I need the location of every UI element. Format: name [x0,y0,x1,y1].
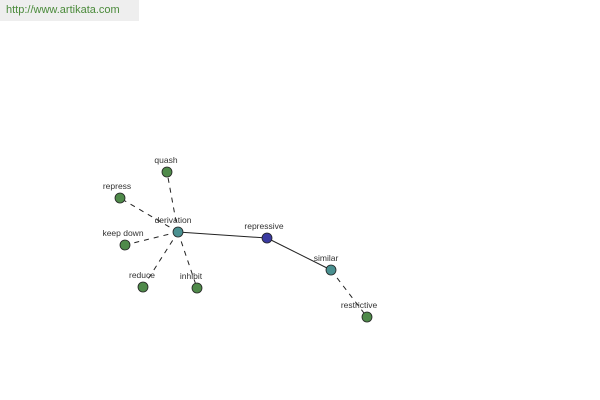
edge-derivation-reduce [142,231,179,288]
edge-repressive-similar [266,237,332,271]
word-node-repress[interactable] [114,192,126,204]
word-label-quash: quash [154,155,177,165]
word-label-repress: repress [103,181,131,191]
source-link[interactable]: http://www.artikata.com [0,0,139,21]
word-label-restrictive: restrictive [341,300,378,310]
word-label-inhibit: inhibit [180,271,203,281]
relation-node-similar[interactable] [325,264,337,276]
center-label-repressive: repressive [244,221,283,231]
word-label-keep-down: keep down [102,228,143,238]
word-node-restrictive[interactable] [361,311,373,323]
center-node-repressive[interactable] [261,232,273,244]
edge-derivation-repress [119,197,179,233]
word-node-keep-down[interactable] [119,239,131,251]
word-node-inhibit[interactable] [191,282,203,294]
edge-repressive-derivation [177,231,268,239]
relation-label-derivation: derivation [155,215,192,225]
relation-label-similar: similar [314,253,339,263]
word-node-reduce[interactable] [137,281,149,293]
word-label-reduce: reduce [129,270,155,280]
relation-node-derivation[interactable] [172,226,184,238]
word-node-quash[interactable] [161,166,173,178]
edge-derivation-quash [166,171,179,233]
